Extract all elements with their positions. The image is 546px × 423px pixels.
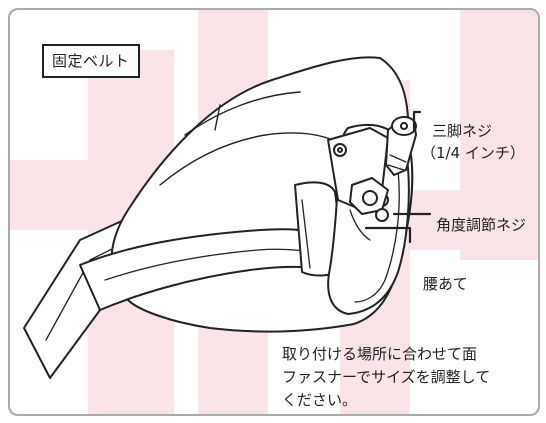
leader-tripod-screw	[412, 110, 422, 132]
note-line: ファスナーでサイズを調整して	[282, 368, 491, 386]
label-angle-screw: 角度調節ネジ	[436, 216, 527, 234]
leader-waist-pad	[364, 226, 412, 244]
note-line: 取り付ける場所に合わせて面	[282, 345, 478, 363]
label-tripod-screw: 三脚ネジ	[432, 122, 493, 140]
diagram-frame: 固定ベルト 三脚ネジ （1/4 インチ） 角度調節ネジ 腰あて 取り付ける場所に…	[8, 8, 540, 416]
fixing-belt-illustration	[23, 56, 432, 379]
size-adjust-note: 取り付ける場所に合わせて面 ファスナーでサイズを調整して ください。	[282, 343, 490, 412]
label-tripod-screw-size: （1/4 インチ）	[421, 144, 525, 162]
label-waist-pad: 腰あて	[423, 275, 468, 293]
title-text: 固定ベルト	[52, 52, 130, 70]
title-box: 固定ベルト	[42, 44, 140, 78]
note-line: ください。	[282, 391, 358, 409]
